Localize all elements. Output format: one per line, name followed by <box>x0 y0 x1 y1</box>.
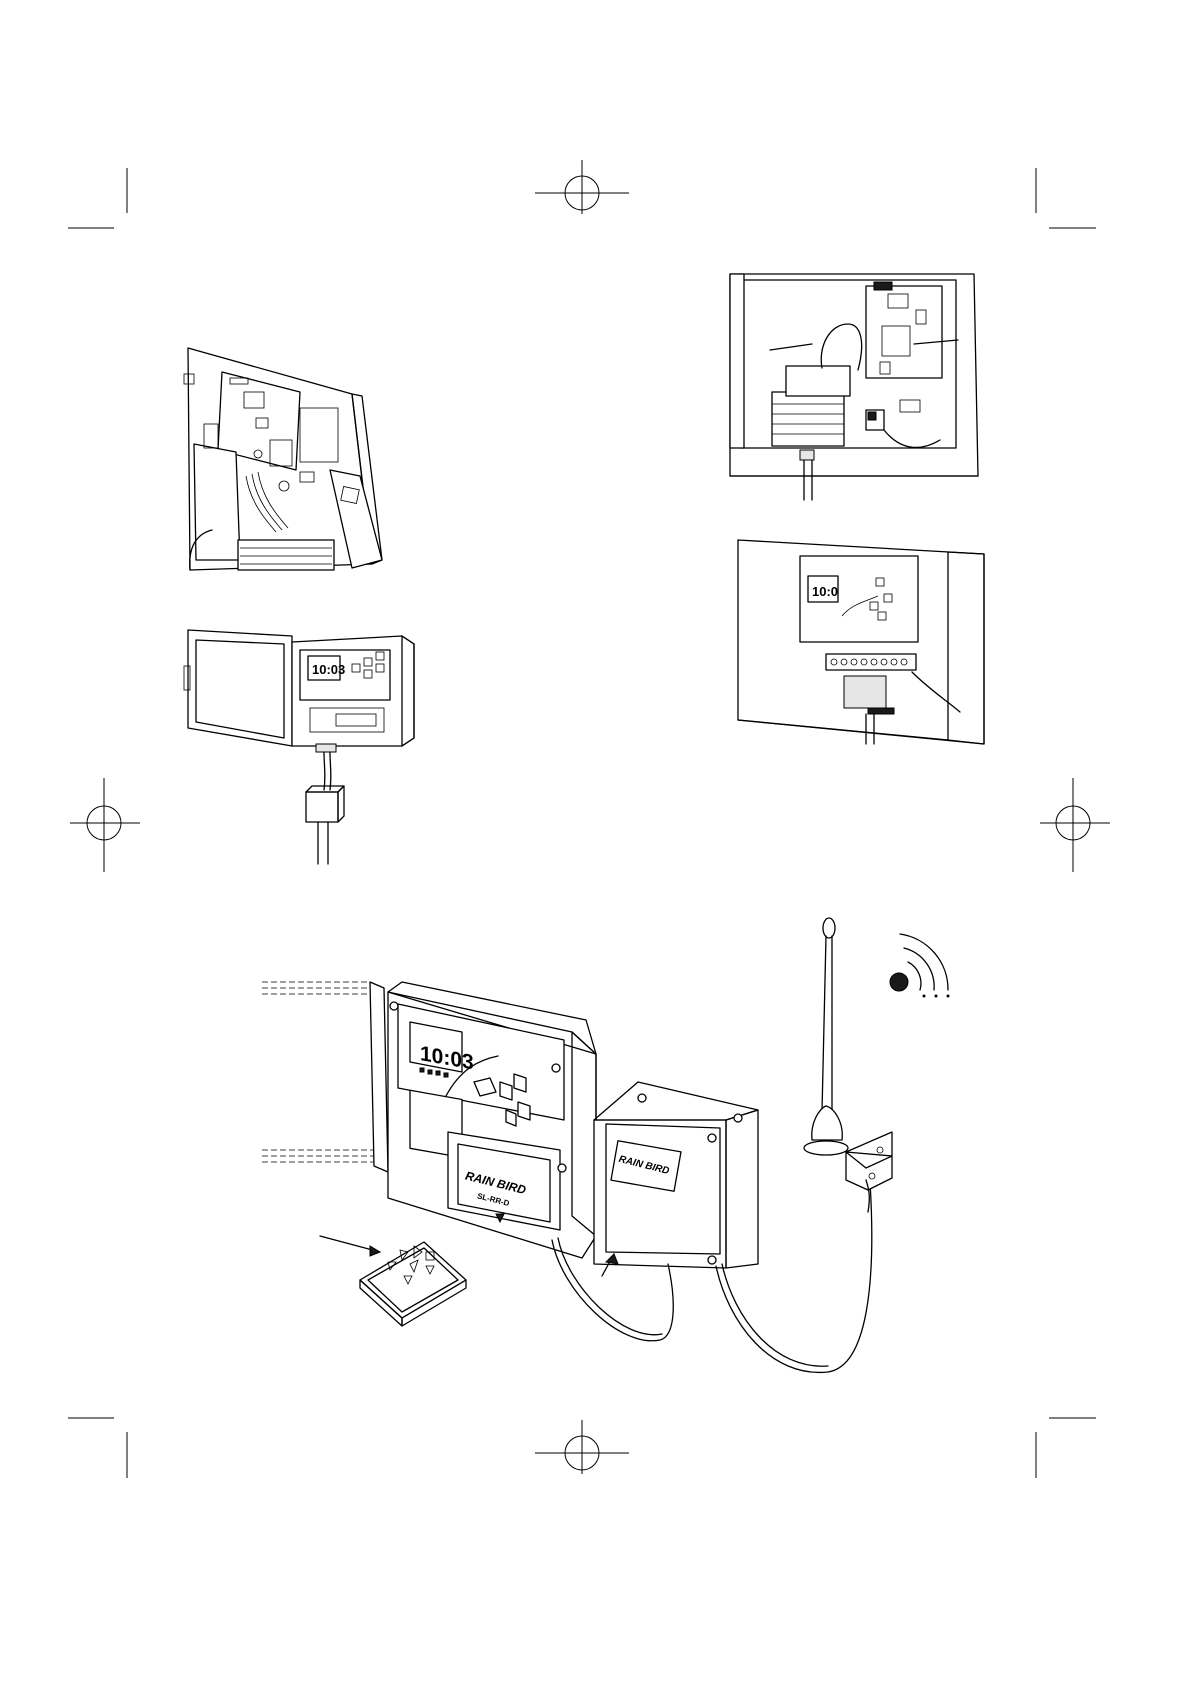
figure-remote-control-system: 10:03 RAIN BIRD SL-RR-D <box>262 918 949 1372</box>
figure-controller-terminal-strip: 10:0 <box>738 540 984 744</box>
figure-controller-transformer-interior <box>730 274 978 500</box>
register-target-bottom <box>535 1420 629 1474</box>
remote-arrow <box>320 1236 380 1256</box>
terminal-lcd-display: 10:0 <box>812 584 838 599</box>
register-target-top <box>535 160 629 214</box>
receiver-module: RAIN BIRD <box>594 1082 758 1268</box>
junction-box <box>306 792 338 822</box>
crop-mark-bottom-left <box>68 1418 127 1478</box>
figure-controller-open-front: 10:03 <box>184 630 414 864</box>
crop-mark-top-left <box>68 168 127 228</box>
register-target-left <box>70 778 140 872</box>
antenna <box>804 918 892 1212</box>
crop-mark-bottom-right <box>1036 1418 1096 1478</box>
controller-door-open <box>262 982 388 1172</box>
figure-controller-rear-panel <box>184 348 382 570</box>
radio-signal-icon <box>890 934 949 997</box>
register-target-right <box>1040 778 1110 872</box>
remote-control-icon <box>360 1242 466 1326</box>
crop-mark-top-right <box>1036 168 1096 228</box>
controller-lcd-display: 10:03 <box>312 662 345 677</box>
